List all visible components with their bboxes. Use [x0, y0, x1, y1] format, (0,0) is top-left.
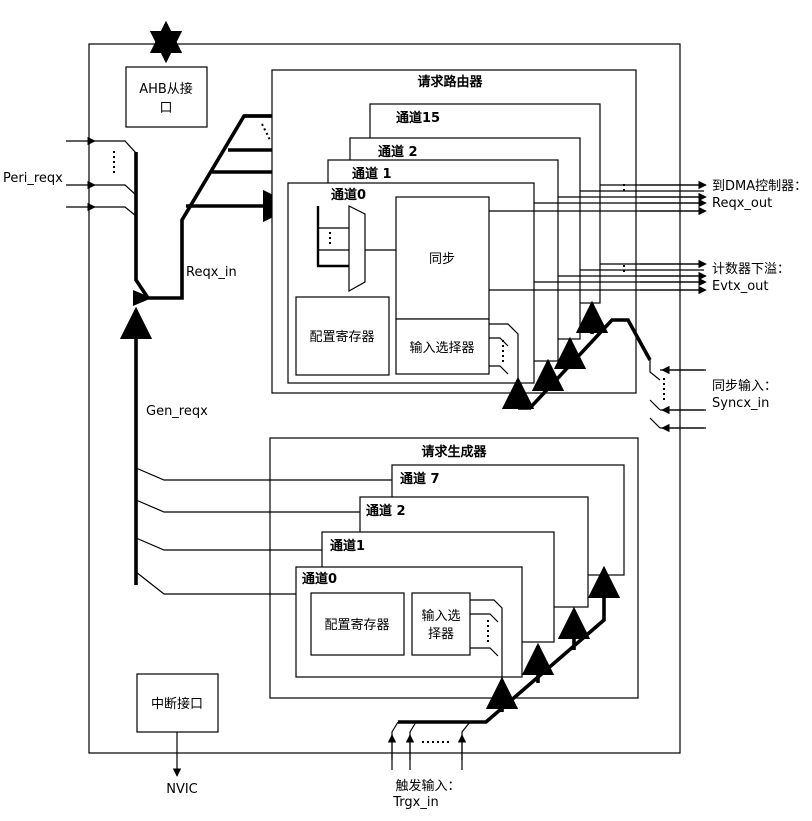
router-mux-inputs — [316, 206, 349, 268]
router-evtx-out-lines — [489, 263, 704, 291]
generator-input-selector-line1: 输入选 — [421, 608, 460, 624]
router-channel0-label: 通道0 — [331, 187, 366, 203]
generator-input-selector-line2: 择器 — [428, 627, 454, 642]
generator-config-register-label: 配置寄存器 — [324, 617, 389, 633]
peri-reqx-label: Peri_reqx — [3, 171, 63, 186]
generator-channel2-label: 通道 2 — [366, 503, 406, 519]
generator-selector-fanout — [470, 599, 503, 680]
syncx-in-label: Syncx_in — [712, 396, 769, 411]
nvic-label: NVIC — [166, 782, 198, 797]
gen-reqx-ch1-line — [135, 537, 322, 551]
ahb-slave-label-line2: 口 — [159, 101, 172, 116]
interrupt-interface-box — [136, 673, 219, 733]
ahb-slave-interface-box — [125, 66, 208, 128]
ahb-slave-label-line1: AHB从接 — [139, 81, 193, 97]
evtx-out-label: Evtx_out — [712, 279, 769, 294]
router-selector-fanout — [489, 323, 519, 380]
router-sync-box — [395, 196, 490, 320]
router-input-mux — [348, 205, 366, 293]
generator-channel7-label: 通道 7 — [400, 471, 440, 487]
gen-reqx-label: Gen_reqx — [146, 404, 208, 419]
gen-reqx-ch7-line — [135, 467, 392, 481]
to-dma-controller-label: 到DMA控制器： — [712, 179, 807, 194]
router-channel1-label: 通道 1 — [352, 166, 392, 182]
sync-input-label: 同步输入： — [712, 378, 777, 394]
router-input-selector-box — [395, 318, 490, 375]
generator-input-selector-box — [411, 592, 471, 656]
request-generator-title: 请求生成器 — [421, 444, 487, 460]
counter-underflow-label: 计数器下溢： — [712, 262, 790, 277]
router-sync-label: 同步 — [429, 252, 455, 267]
left-bus-upper — [134, 152, 150, 299]
interrupt-interface-label: 中断接口 — [151, 696, 203, 712]
request-router-title: 请求路由器 — [417, 74, 483, 90]
gen-reqx-ch0-line — [135, 571, 296, 595]
generator-config-register-box — [310, 592, 405, 656]
bus-merge-arrowhead — [133, 290, 152, 306]
reqx-in-label: Reqx_in — [186, 265, 237, 280]
gen-reqx-ch2-line — [135, 499, 360, 513]
generator-channel1-label: 通道1 — [330, 538, 365, 554]
trgx-in-label: Trgx_in — [392, 795, 438, 810]
router-channel15-label: 通道15 — [396, 110, 440, 126]
router-channel2-label: 通道 2 — [378, 144, 418, 160]
generator-channel0-label: 通道0 — [302, 571, 337, 587]
reqx-out-label: Reqx_out — [712, 196, 772, 211]
router-config-register-box — [295, 296, 390, 376]
router-config-register-label: 配置寄存器 — [309, 329, 374, 345]
trigger-input-label: 触发输入： — [395, 778, 460, 794]
peri-req-funnel — [95, 140, 137, 217]
router-reqx-out-lines — [489, 184, 704, 212]
router-input-selector-label: 输入选择器 — [409, 340, 474, 356]
